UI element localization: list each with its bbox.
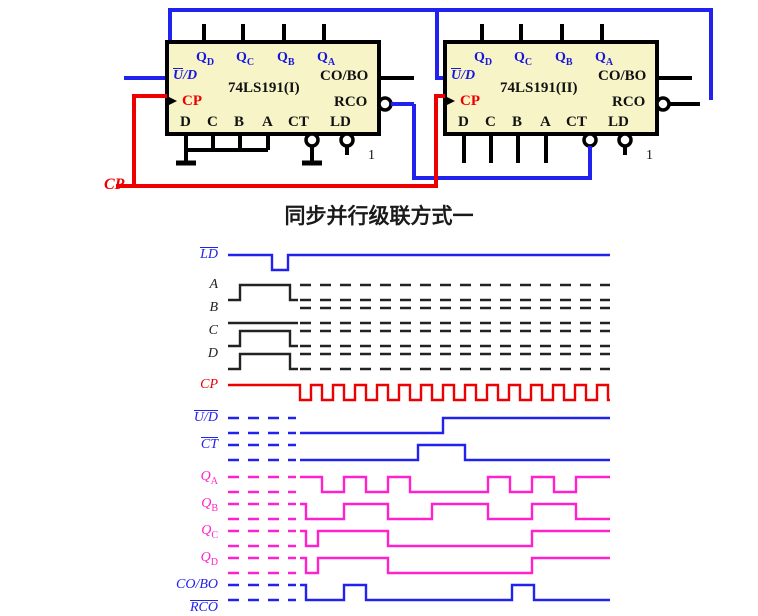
timing-label-ct: CT <box>200 437 218 452</box>
timing-label-cobo: CO/BO <box>176 577 218 592</box>
timing-label-qd: QD <box>200 550 218 568</box>
ic2-name: 74LS191(II) <box>500 80 578 96</box>
ic1-pin-cp: CP <box>182 93 202 109</box>
ic1-out-qc: QC <box>236 50 255 68</box>
ic1-pin-d: D <box>180 114 191 130</box>
timing-label-c: C <box>208 323 218 338</box>
timing-label-d: D <box>207 346 218 361</box>
ic2-pin-ud: U/D <box>451 68 476 83</box>
ic1-pin-ct: CT <box>288 114 309 130</box>
ic2-pin-ld: LD <box>608 114 629 130</box>
timing-label-a: A <box>209 277 218 292</box>
ic1-out-qa: QA <box>317 50 336 68</box>
ic2-pin-cobo: CO/BO <box>598 68 647 84</box>
ic1-out-qb: QB <box>277 50 295 68</box>
ic1-pin-ld: LD <box>330 114 351 130</box>
timing-label-qa: QA <box>200 469 218 487</box>
timing-label-ld: LD <box>200 247 218 262</box>
ic2-pin-cp: CP <box>460 93 480 109</box>
ic2-pin-c: C <box>485 114 496 130</box>
ic1-pin-b: B <box>234 114 245 130</box>
ic2-out-qb: QB <box>555 50 573 68</box>
circuit-schematic <box>116 8 713 188</box>
ic2-out-qd: QD <box>474 50 493 68</box>
ic2-pin-rco: RCO <box>612 94 646 110</box>
timing-label-qb: QB <box>201 496 218 514</box>
timing-waveforms <box>228 253 610 602</box>
ic1-name: 74LS191(I) <box>228 80 300 96</box>
diagram-caption: 同步并行级联方式一 <box>284 204 474 228</box>
ic1-pin-ud: U/D <box>173 68 198 83</box>
ic1-pin-cobo: CO/BO <box>320 68 369 84</box>
timing-label-ud: U/D <box>193 410 218 425</box>
timing-label-qc: QC <box>201 523 218 541</box>
ic2-pin-b: B <box>512 114 523 130</box>
ic2-pin-d: D <box>458 114 469 130</box>
ic2-const-one: 1 <box>646 148 653 163</box>
timing-label-b: B <box>209 300 218 315</box>
ic1-const-one: 1 <box>368 148 375 163</box>
ic2-body <box>443 40 659 136</box>
ic1-body <box>165 40 381 136</box>
ic1-pin-a: A <box>262 114 273 130</box>
ic2-pin-ct: CT <box>566 114 587 130</box>
ic2-pin-a: A <box>540 114 551 130</box>
diagram-canvas: QD QC QB QA U/D CP 74LS191(I) CO/BO RCO … <box>104 8 713 615</box>
ic1-pin-rco: RCO <box>334 94 368 110</box>
timing-label-cp: CP <box>200 377 218 392</box>
ic1-out-qd: QD <box>196 50 215 68</box>
ic1-pin-c: C <box>207 114 218 130</box>
circuit-input-cp-label: CP <box>104 176 125 193</box>
ic2-out-qc: QC <box>514 50 533 68</box>
ic2-out-qa: QA <box>595 50 614 68</box>
